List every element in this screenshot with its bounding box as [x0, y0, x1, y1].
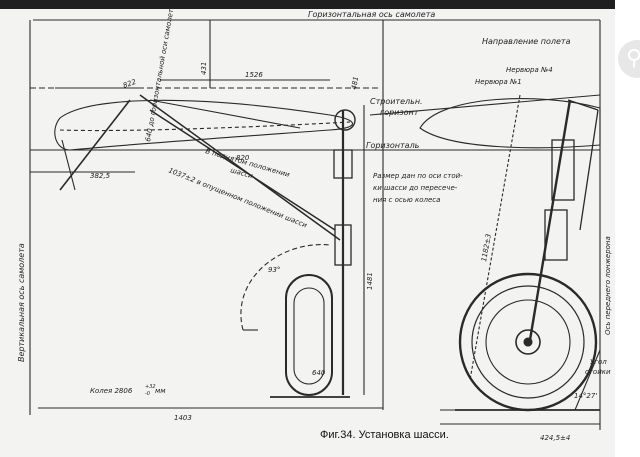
rib1-label: Нервюра №1 [475, 78, 522, 86]
dim-note-3: ния с осью колеса [373, 196, 440, 204]
dim-820: 820 [236, 154, 250, 162]
dim-382-5: 382,5 [90, 172, 111, 180]
dim-1481: 1481 [366, 272, 374, 290]
landing-gear-drawing: Горизонтальная ось самолета Направление … [17, 4, 612, 442]
zoom-button[interactable]: ⚲ [618, 40, 640, 78]
construction-horizon-label-2: горизонт [380, 108, 419, 117]
strut-angle-label-1: Угол [590, 358, 607, 366]
track-unit: мм [155, 387, 166, 395]
raised-label-2: шасси [229, 166, 254, 180]
track-label: Колея 2806 [90, 387, 133, 395]
vertical-axis-label: Вертикальная ось самолета [17, 243, 26, 362]
dim-481: 481 [350, 76, 360, 91]
dim-640: 640 [312, 369, 326, 377]
dim-note-2: ки шасси до пересече- [373, 184, 458, 192]
magnify-icon: ⚲ [626, 46, 640, 71]
dim-431: 431 [200, 62, 208, 75]
flight-direction-label: Направление полета [482, 37, 571, 46]
horizontal-label: Горизонталь [366, 141, 420, 150]
dim-note-1: Размер дан по оси стой- [373, 172, 463, 180]
spar-axis-label: Ось переднего лонжерона [604, 236, 612, 335]
track-tolerance-minus: -0 [145, 391, 150, 397]
strut-angle-value: 14°27' [574, 392, 597, 400]
construction-horizon-label-1: Строительн. [370, 97, 423, 106]
rib4-label: Нервюра №4 [506, 66, 553, 74]
dim-424-5: 424,5±4 [540, 434, 570, 442]
dim-1526: 1526 [245, 71, 263, 79]
track-tolerance-plus: +32 [145, 384, 156, 390]
top-bar [0, 0, 640, 9]
to-horizontal-label: 640 до горизонтальной оси самолета [144, 4, 176, 142]
dim-1403: 1403 [174, 414, 192, 422]
top-axis-label: Горизонтальная ось самолета [308, 10, 435, 19]
strut-angle-label-2: стойки [585, 368, 611, 376]
angle-label: 93° [268, 266, 280, 274]
figure-caption: Фиг.34. Установка шасси. [320, 429, 449, 441]
